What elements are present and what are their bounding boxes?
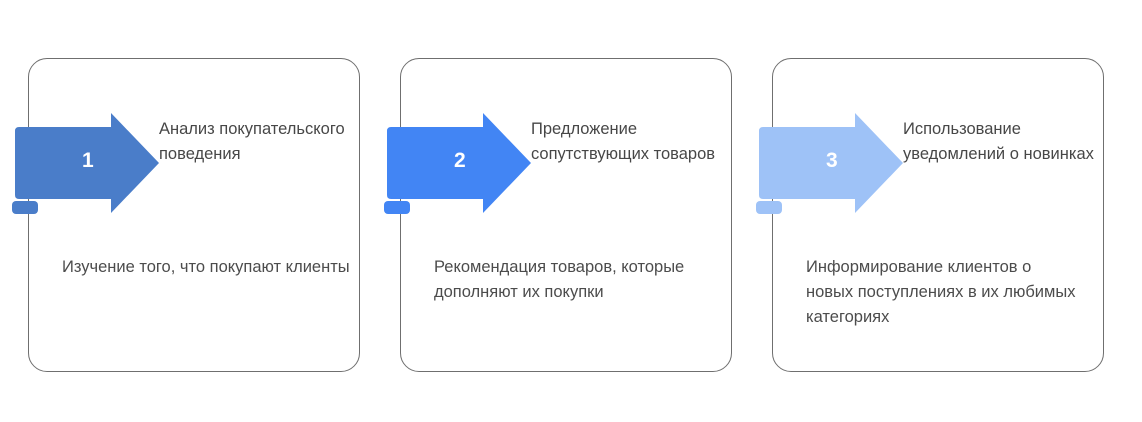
- step-number-1: 1: [82, 149, 94, 172]
- step-card-1[interactable]: 1 Анализ покупательского поведения Изуче…: [12, 58, 360, 372]
- step-card-2[interactable]: 2 Предложение сопутствующих товаров Реко…: [384, 58, 732, 372]
- step-body-1: Изучение того, что покупают клиенты: [62, 258, 350, 276]
- step-title-1: Анализ покупательского поведения: [159, 120, 345, 163]
- step-body-3: Информирование клиентов о новых поступле…: [806, 258, 1076, 326]
- step-body-2: Рекомендация товаров, которые дополняют …: [434, 258, 685, 301]
- step-number-3: 3: [826, 149, 838, 172]
- step-title-3: Использование уведомлений о новинках: [903, 120, 1094, 163]
- step-card-3[interactable]: 3 Использование уведомлений о новинках И…: [756, 58, 1104, 372]
- step-title-2: Предложение сопутствующих товаров: [531, 120, 716, 163]
- step-number-2: 2: [454, 149, 466, 172]
